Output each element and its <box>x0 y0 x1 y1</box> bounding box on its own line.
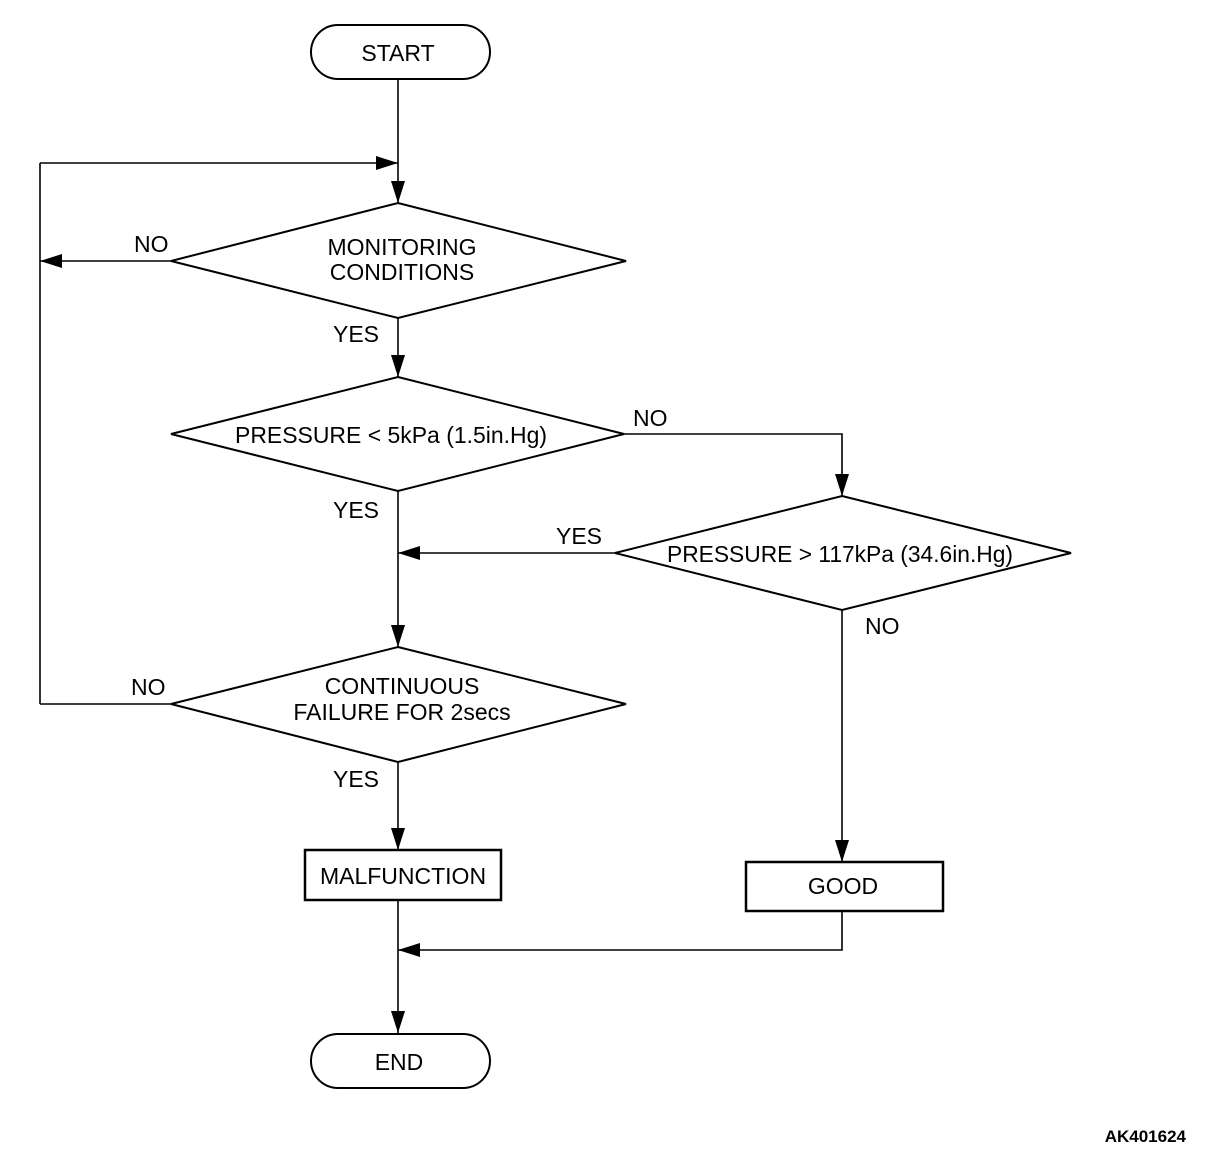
malfunction-label: MALFUNCTION <box>320 863 486 889</box>
edge-good-to-end <box>398 911 843 957</box>
continuous-failure-decision: CONTINUOUS FAILURE FOR 2secs <box>170 645 627 764</box>
good-box: GOOD <box>744 860 945 913</box>
figure-code: AK401624 <box>1105 1127 1187 1146</box>
start-node: START <box>310 24 491 80</box>
pressure-low-decision: PRESSURE < 5kPa (1.5in.Hg) <box>170 375 625 493</box>
pressure-high-label: PRESSURE > 117kPa (34.6in.Hg) <box>667 541 1013 567</box>
end-label: END <box>375 1049 424 1075</box>
end-node: END <box>310 1033 491 1089</box>
continuous-label-line1: CONTINUOUS <box>325 673 480 699</box>
good-label: GOOD <box>808 873 878 899</box>
malfunction-box: MALFUNCTION <box>303 848 503 902</box>
monitoring-label-line1: MONITORING <box>327 234 476 260</box>
pressure-low-label: PRESSURE < 5kPa (1.5in.Hg) <box>235 422 547 448</box>
pressure-low-no-label: NO <box>633 405 668 431</box>
continuous-no-label: NO <box>131 674 166 700</box>
monitoring-label-line2: CONDITIONS <box>330 259 474 285</box>
edge-pressure-low-no <box>624 433 849 496</box>
monitoring-conditions-decision: MONITORING CONDITIONS <box>170 201 627 320</box>
continuous-yes-label: YES <box>333 766 379 792</box>
connectors <box>39 80 849 1033</box>
pressure-low-yes-label: YES <box>333 497 379 523</box>
continuous-label-line2: FAILURE FOR 2secs <box>293 699 510 725</box>
start-label: START <box>361 40 434 66</box>
pressure-high-no-label: NO <box>865 613 900 639</box>
monitoring-yes-label: YES <box>333 321 379 347</box>
pressure-high-decision: PRESSURE > 117kPa (34.6in.Hg) <box>614 494 1072 612</box>
pressure-high-yes-label: YES <box>556 523 602 549</box>
monitoring-no-label: NO <box>134 231 169 257</box>
edge-labels: NO YES NO YES YES NO NO YES <box>131 231 900 792</box>
